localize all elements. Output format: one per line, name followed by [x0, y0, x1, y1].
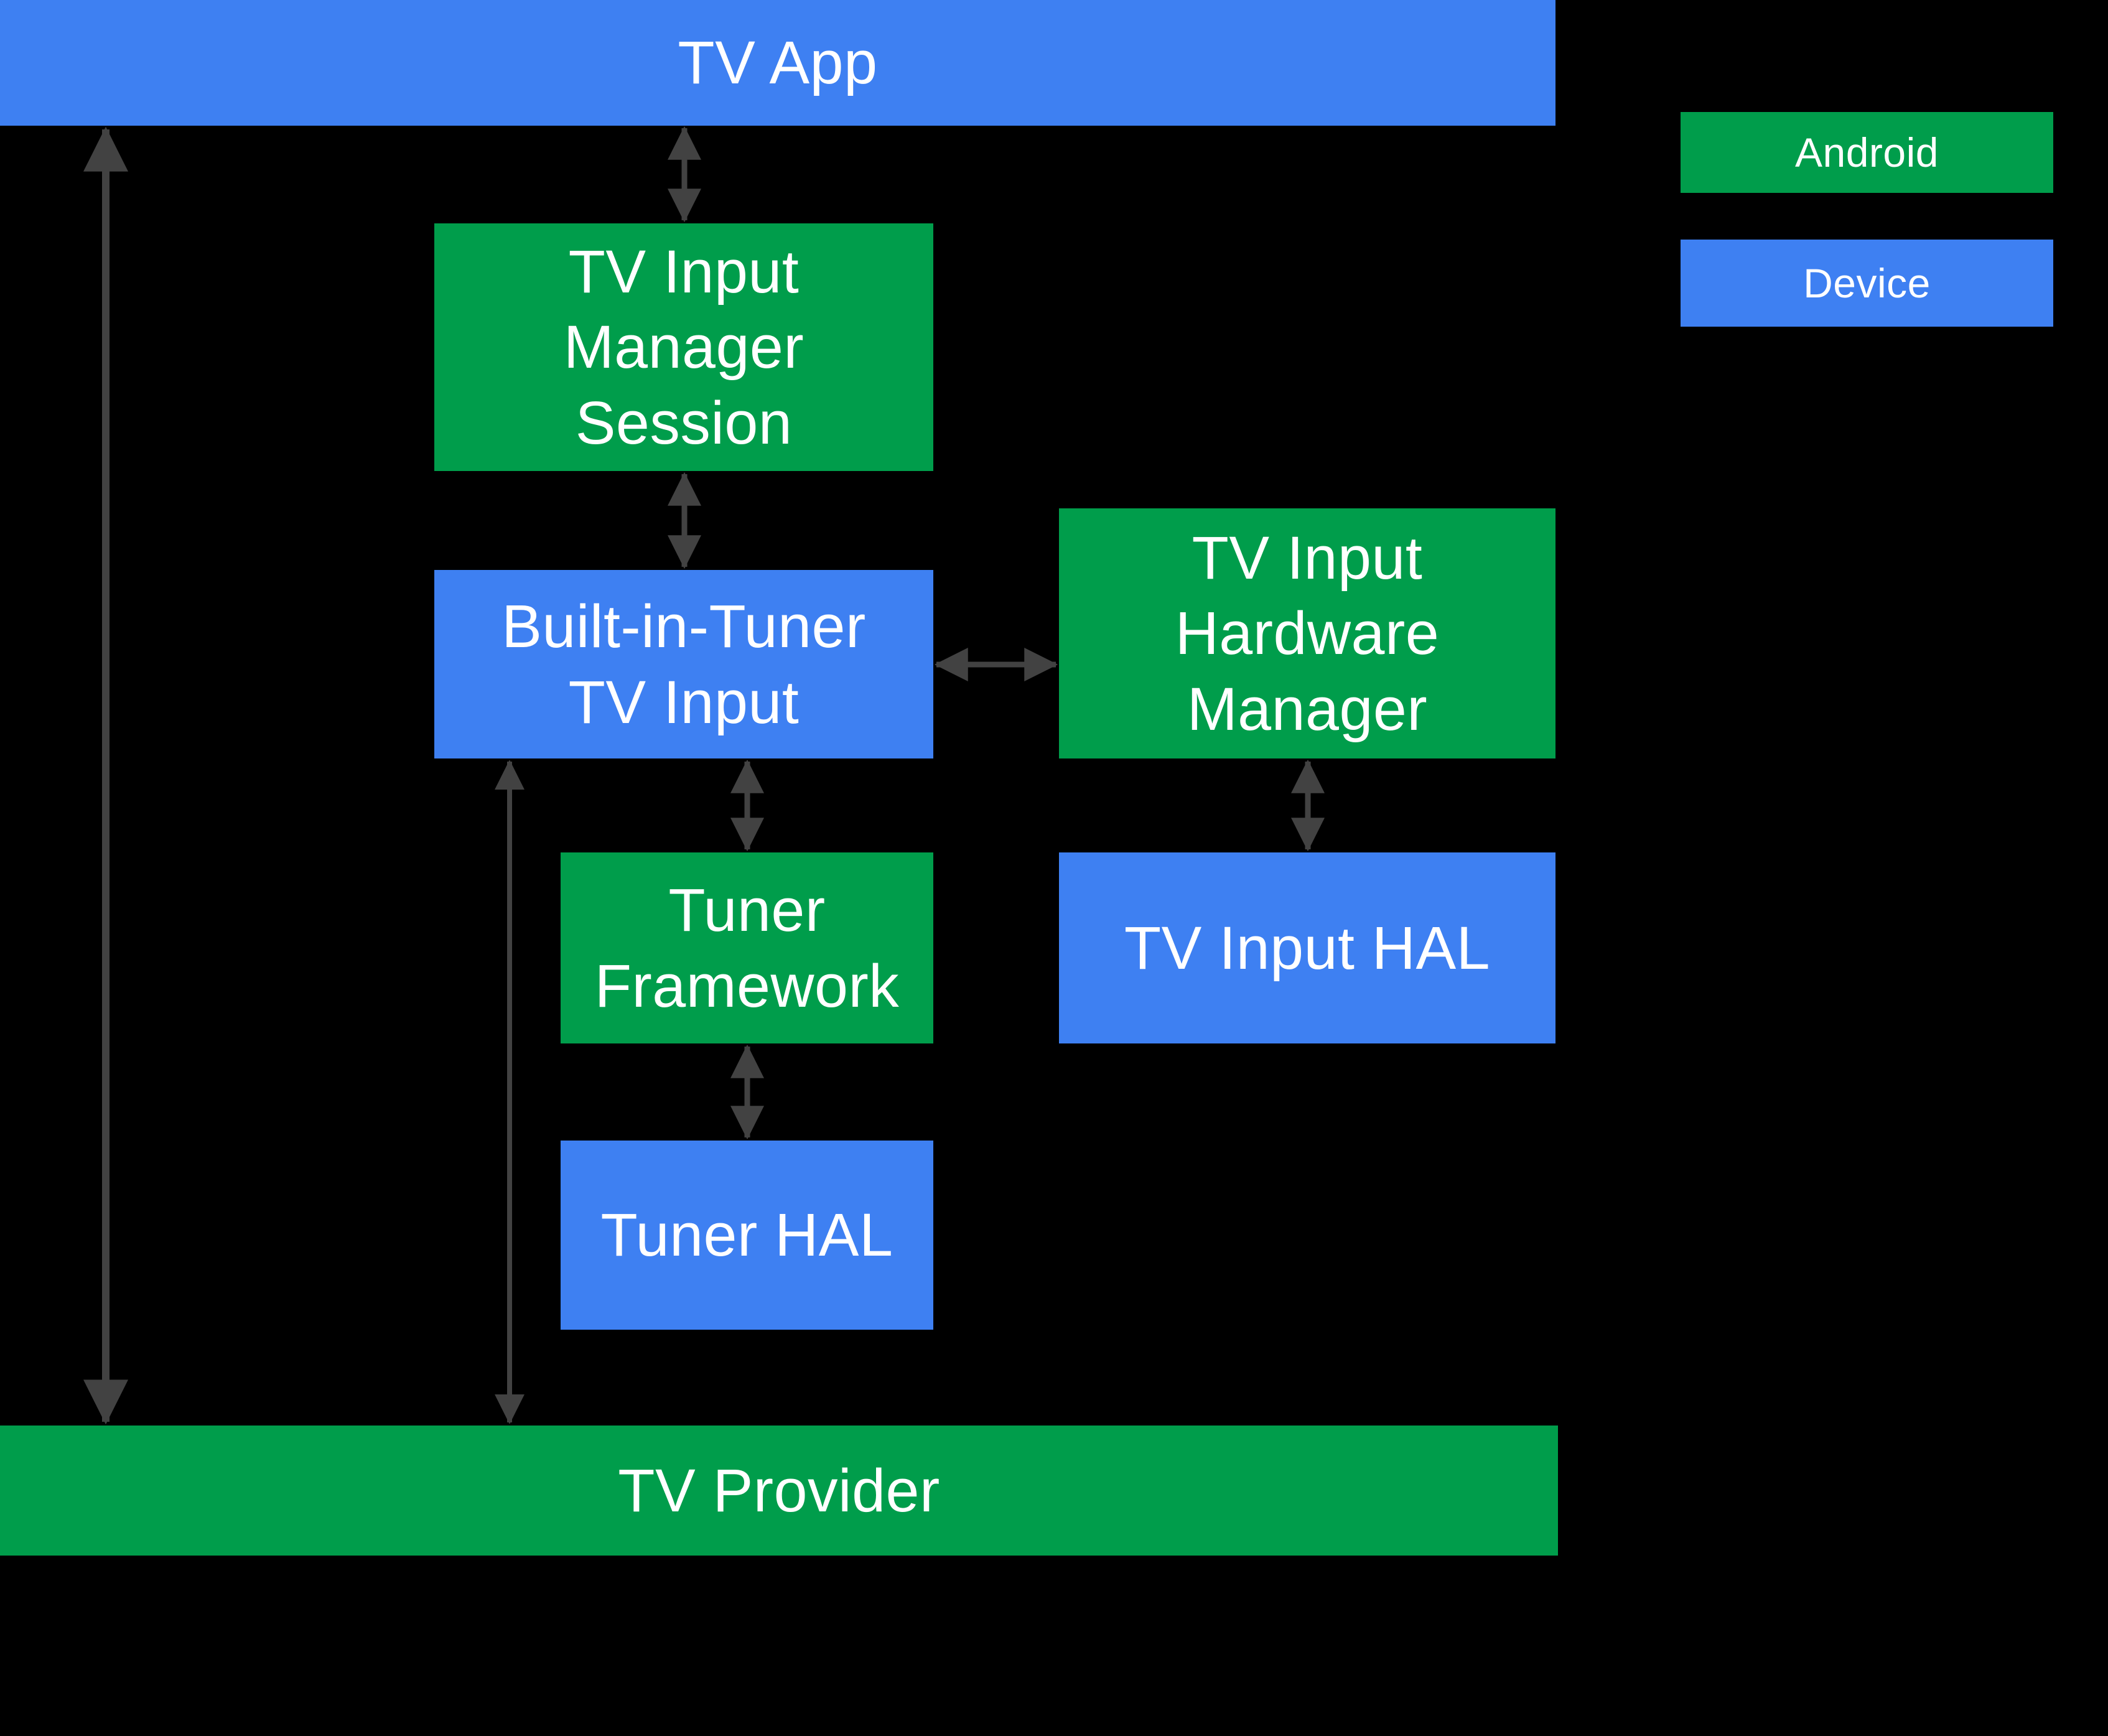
node-tuner-framework: Tuner Framework — [561, 852, 933, 1043]
node-tv-provider: TV Provider — [0, 1426, 1558, 1556]
legend-android: Android — [1681, 112, 2053, 193]
node-tuner-hal: Tuner HAL — [561, 1141, 933, 1330]
legend-device: Device — [1681, 240, 2053, 327]
node-tv-input-hardware-manager: TV Input Hardware Manager — [1059, 508, 1555, 758]
node-built-in-tuner-tv-input: Built-in-Tuner TV Input — [434, 570, 933, 758]
node-tv-app: TV App — [0, 0, 1555, 126]
node-tv-input-hal: TV Input HAL — [1059, 852, 1555, 1043]
node-tv-input-manager-session: TV Input Manager Session — [434, 223, 933, 471]
